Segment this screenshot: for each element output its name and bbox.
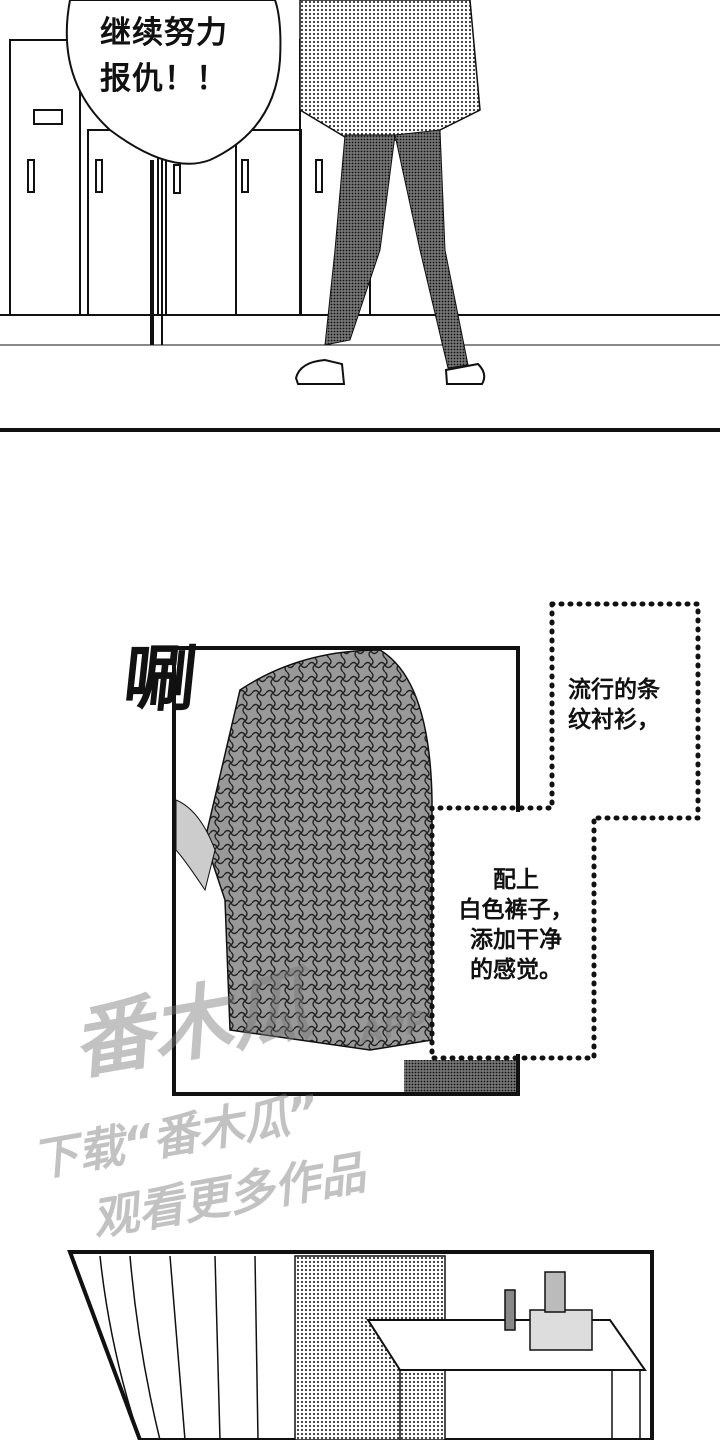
room-illustration (99, 1255, 647, 1440)
caption-line: 纹衬衫， (568, 707, 660, 733)
caption-line: 白色裤子， (458, 897, 574, 923)
caption-line: 的感觉。 (470, 957, 562, 983)
caption-line: 配上 (493, 867, 539, 893)
caption-line: 添加干净 (470, 927, 562, 953)
speech-bubble-text: 继续努力 报仇！！ (100, 10, 228, 102)
speech-line: 继续努力 (100, 15, 228, 51)
standing-figure (294, 0, 486, 385)
speech-line: 报仇！！ (100, 61, 228, 97)
speech-bubble (65, 0, 282, 165)
caption-box-bottom-border (429, 805, 597, 1061)
sound-effect: 唰 (119, 637, 197, 721)
caption-line: 流行的条 (568, 677, 660, 703)
panel-divider (0, 428, 720, 432)
caption-top: 流行的条 纹衬衫， (568, 675, 660, 735)
shirt-illustration (175, 649, 516, 1092)
caption-bottom: 配上 白色裤子， 添加干净 的感觉。 (446, 865, 586, 985)
